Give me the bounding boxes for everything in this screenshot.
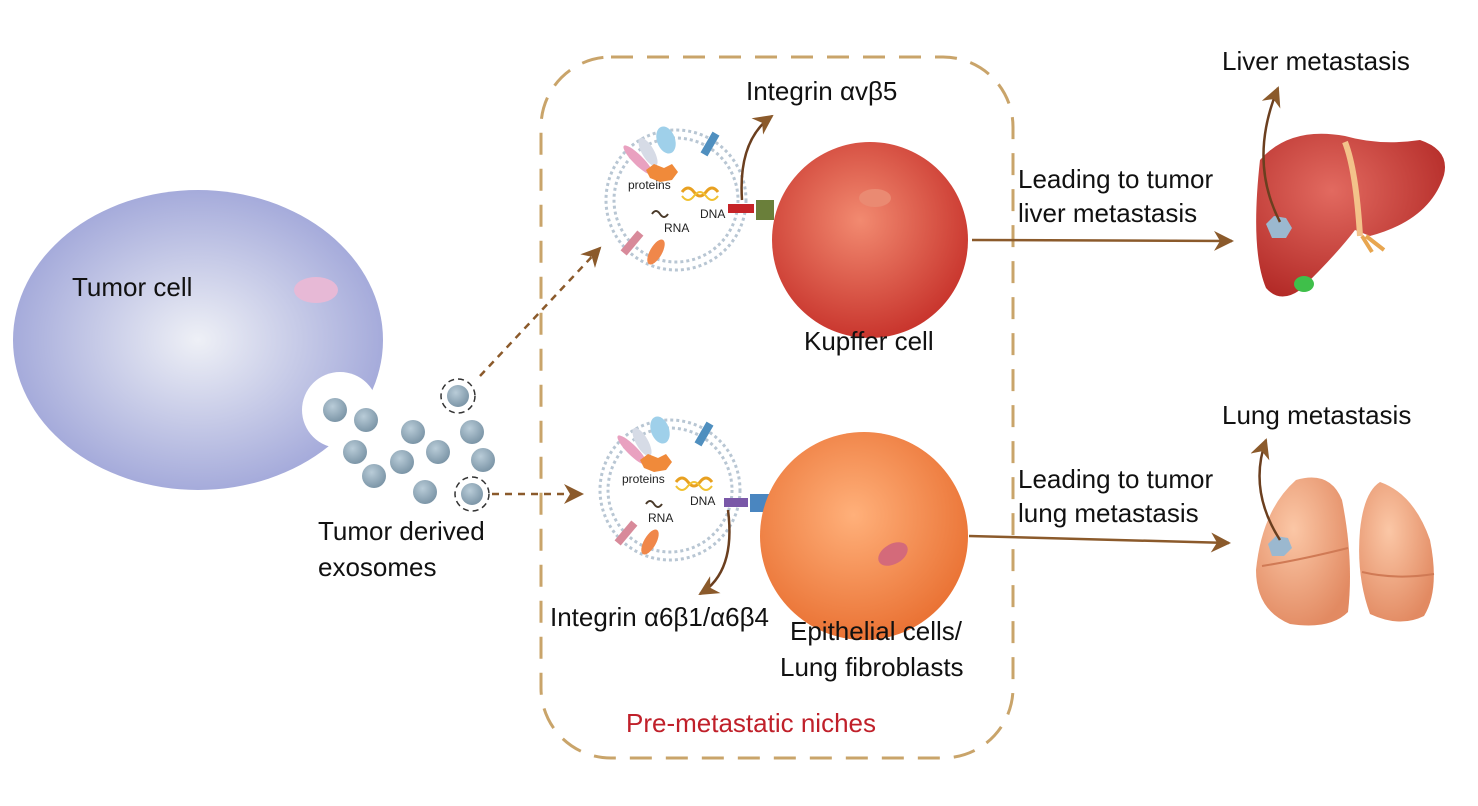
proteins-label-bottom: proteins [622, 472, 665, 486]
integrin-bottom-label: Integrin α6β1/α6β4 [550, 602, 769, 632]
liver-metastasis-arrow [1261, 86, 1282, 223]
integrin-top-label: Integrin αvβ5 [746, 76, 897, 106]
exosome-to-liver-arrow [479, 246, 602, 377]
pre-metastatic-niche-border [539, 55, 1015, 760]
lung-lead-label-line2: lung metastasis [1018, 498, 1199, 528]
liver-lead-label-line1: Leading to tumor [1018, 164, 1213, 194]
liver-metastasis-spot [1266, 216, 1292, 238]
exosome [343, 440, 367, 464]
exosome-cluster [323, 378, 495, 512]
niche-label: Pre-metastatic niches [626, 708, 876, 738]
exosomes-label-line1: Tumor derived [318, 516, 485, 546]
integrin-a6b1-arrow [698, 509, 731, 596]
exosome [354, 408, 378, 432]
tumor-nucleus [294, 277, 338, 303]
exosome [362, 464, 386, 488]
lung-metastasis-spot [1268, 536, 1292, 556]
exosome [323, 398, 347, 422]
dna-label-top: DNA [700, 207, 725, 221]
exosome-vesicle-top [604, 122, 774, 272]
exosomes-label-line2: exosomes [318, 552, 437, 582]
exosome-selected-bottom [461, 483, 483, 505]
kupffer-label: Kupffer cell [804, 326, 934, 356]
lung-metastasis-arrow [1250, 438, 1282, 541]
liver-metastasis-label: Liver metastasis [1222, 46, 1410, 76]
liver-lead-label-line2: liver metastasis [1018, 198, 1197, 228]
integrin-a6b1-receptor [724, 498, 748, 507]
lung-metastasis-label: Lung metastasis [1222, 400, 1411, 430]
exosome [401, 420, 425, 444]
lung-lead-label-line1: Leading to tumor [1018, 464, 1213, 494]
dna-label-bottom: DNA [690, 494, 715, 508]
rna-label-top: RNA [664, 221, 689, 235]
proteins-label-top: proteins [628, 178, 671, 192]
rna-label-bottom: RNA [648, 511, 673, 525]
lung-lead-arrow [968, 532, 1231, 553]
liver-organ [1256, 133, 1445, 297]
exosome [471, 448, 495, 472]
exosome [413, 480, 437, 504]
lung-organ [1256, 477, 1435, 626]
integrin-avb5-receptor [728, 204, 754, 213]
exosome-selected-top [447, 385, 469, 407]
integrin-avb5-arrow [740, 114, 774, 201]
epithelial-nucleus [878, 542, 908, 566]
exosome [390, 450, 414, 474]
kupffer-cell [772, 142, 968, 338]
tumor-cell-label: Tumor cell [72, 272, 192, 302]
epithelial-label-line2: Lung fibroblasts [780, 652, 964, 682]
kupffer-nucleus [859, 189, 891, 207]
epithelial-label-line1: Epithelial cells/ [790, 616, 963, 646]
tumor-cell [13, 190, 383, 490]
kupffer-receptor [756, 200, 774, 220]
exosome [426, 440, 450, 464]
exosome-vesicle-bottom [598, 412, 770, 562]
liver-lead-arrow [971, 230, 1234, 251]
exosome [460, 420, 484, 444]
epithelial-cell [760, 432, 968, 640]
